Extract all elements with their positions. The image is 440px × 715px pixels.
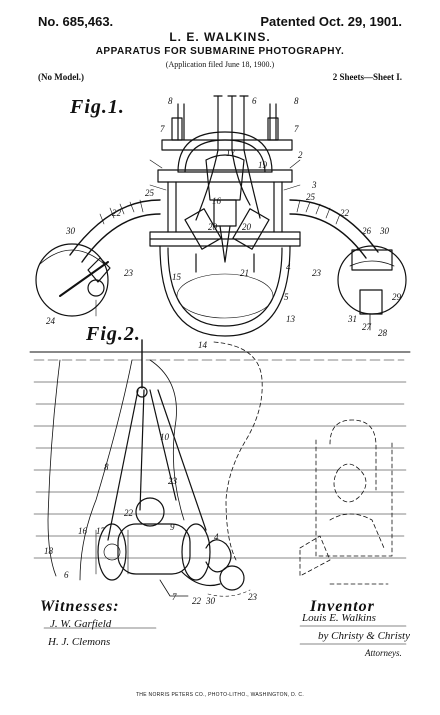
ref-numeral: 31 xyxy=(347,314,357,324)
inventor-name: L. E. WALKINS. xyxy=(169,30,271,44)
ref-numeral: 25 xyxy=(145,188,155,198)
fig2-drawing xyxy=(29,339,411,597)
ref-numeral: 30 xyxy=(205,596,216,606)
ref-numeral: 8 xyxy=(168,96,173,106)
sheet-note: 2 Sheets—Sheet I. xyxy=(332,72,402,82)
ref-numeral: 16 xyxy=(78,526,88,536)
ref-numeral: 30 xyxy=(65,226,76,236)
ref-numeral: 15 xyxy=(172,272,182,282)
inventor-label: Inventor xyxy=(310,598,375,615)
witness-signature: H. J. Clemons xyxy=(48,636,111,648)
printer-imprint: THE NORRIS PETERS CO., PHOTO-LITHO., WAS… xyxy=(135,692,305,698)
ref-numeral: 3 xyxy=(311,180,317,190)
ref-numeral: 10 xyxy=(160,432,170,442)
ref-numeral: 20 xyxy=(208,222,218,232)
ref-numeral: 22 xyxy=(124,508,134,518)
inventor-signature: Louis E. Walkins xyxy=(302,612,376,624)
attorneys-label: Attorneys. xyxy=(365,648,402,658)
attorney-signature: by Christy & Christy xyxy=(318,630,410,642)
patent-title: APPARATUS FOR SUBMARINE PHOTOGRAPHY. xyxy=(95,46,345,57)
ref-numeral: 23 xyxy=(312,268,322,278)
ref-numeral: 26 xyxy=(362,226,372,236)
ref-numeral: 7 xyxy=(294,124,299,134)
ref-numeral: 6 xyxy=(64,570,69,580)
ref-numeral: 23 xyxy=(168,476,178,486)
ref-numeral: 28 xyxy=(378,328,388,338)
ref-numeral: 13 xyxy=(286,314,296,324)
ref-numeral: 9 xyxy=(170,522,175,532)
ref-numeral: 22 xyxy=(192,596,202,606)
ref-numeral: 2 xyxy=(298,150,303,160)
ref-numeral: 6 xyxy=(252,96,257,106)
fig2-reference-numerals: 14 10 8 23 22 9 18 16 17 6 4 7 22 30 23 xyxy=(44,340,258,606)
ref-numeral: 23 xyxy=(124,268,134,278)
fig1-reference-numerals: 8 7 6 8 7 2 19 17 3 25 25 22 22 30 30 16… xyxy=(46,96,402,338)
witness-signature: J. W. Garfield xyxy=(50,618,112,630)
ref-numeral: 17 xyxy=(226,148,236,158)
ref-numeral: 7 xyxy=(160,124,165,134)
ref-numeral: 14 xyxy=(198,340,208,350)
ref-numeral: 4 xyxy=(286,262,291,272)
ref-numeral: 22 xyxy=(340,208,350,218)
patent-number: No. 685,463. xyxy=(38,14,114,29)
ref-numeral: 8 xyxy=(104,462,109,472)
ref-numeral: 27 xyxy=(362,322,372,332)
filing-date: (Application filed June 18, 1900.) xyxy=(165,60,275,69)
ref-numeral: 23 xyxy=(248,592,258,602)
ref-numeral: 17 xyxy=(96,526,106,536)
ref-numeral: 30 xyxy=(379,226,390,236)
ref-numeral: 19 xyxy=(258,160,268,170)
ref-numeral: 16 xyxy=(212,196,222,206)
ref-numeral: 25 xyxy=(306,192,316,202)
ref-numeral: 18 xyxy=(44,546,54,556)
witnesses-label: Witnesses: xyxy=(40,598,120,615)
ref-numeral: 8 xyxy=(294,96,299,106)
ref-numeral: 24 xyxy=(46,316,56,326)
fig1-drawing xyxy=(35,95,407,337)
ref-numeral: 4 xyxy=(214,532,219,542)
ref-numeral: 29 xyxy=(392,292,402,302)
model-note: (No Model.) xyxy=(38,72,84,82)
ref-numeral: 22 xyxy=(112,208,122,218)
ref-numeral: 5 xyxy=(284,292,289,302)
ref-numeral: 21 xyxy=(240,268,249,278)
ref-numeral: 7 xyxy=(172,592,177,602)
ref-numeral: 20 xyxy=(242,222,252,232)
fig2-label: Fig.2. xyxy=(86,323,141,345)
fig1-label: Fig.1. xyxy=(70,96,125,118)
patent-date: Patented Oct. 29, 1901. xyxy=(260,14,402,29)
